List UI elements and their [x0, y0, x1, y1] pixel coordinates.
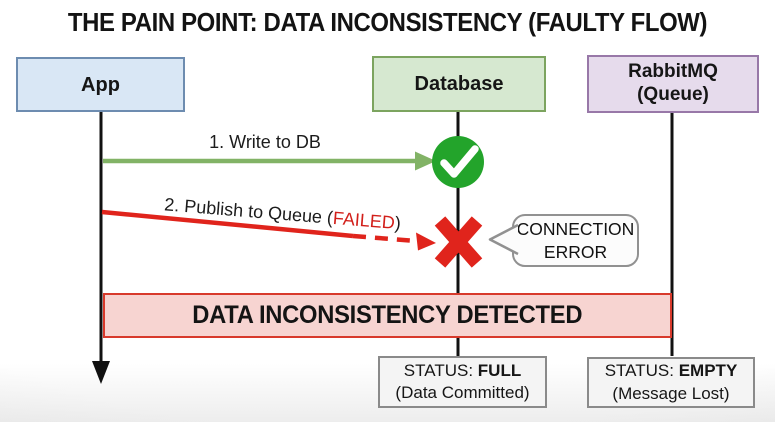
- mq-status-line: STATUS: EMPTY: [605, 360, 738, 382]
- app-lifeline-arrowhead-icon: [92, 361, 110, 384]
- mq-status-prefix: STATUS:: [604, 361, 679, 381]
- actor-box-app: App: [16, 57, 185, 112]
- connection-error-callout: CONNECTION ERROR: [512, 214, 639, 267]
- success-check-icon: [432, 136, 484, 188]
- db-status-value: FULL: [477, 360, 522, 380]
- publish-arrowhead-icon: [416, 232, 436, 251]
- actor-database-label: Database: [414, 73, 504, 95]
- mq-status-detail: (Message Lost): [612, 383, 730, 403]
- actor-box-rabbitmq: RabbitMQ (Queue): [587, 55, 759, 113]
- callout-line2: ERROR: [543, 241, 608, 262]
- write-to-db-arrow: [103, 151, 436, 171]
- db-status-detail: (Data Committed): [395, 383, 530, 402]
- actor-rabbitmq-label-line2: (Queue): [637, 84, 709, 105]
- inconsistency-banner-label: DATA INCONSISTENCY DETECTED: [192, 301, 583, 329]
- actor-box-database: Database: [372, 56, 546, 112]
- db-status-line: STATUS: FULL: [404, 360, 521, 382]
- mq-status-box: STATUS: EMPTY (Message Lost): [587, 357, 755, 408]
- callout-line1: CONNECTION: [516, 218, 635, 239]
- actor-rabbitmq-label-line1: RabbitMQ: [628, 61, 718, 83]
- publish-to-queue-arrow: [101, 209, 436, 251]
- failure-x-icon: [434, 216, 483, 268]
- db-status-box: STATUS: FULL (Data Committed): [378, 356, 547, 408]
- write-to-db-label: 1. Write to DB: [209, 132, 321, 152]
- app-lifeline: [92, 112, 110, 384]
- inconsistency-banner: DATA INCONSISTENCY DETECTED: [103, 293, 672, 338]
- diagram-title: THE PAIN POINT: DATA INCONSISTENCY (FAUL…: [67, 7, 708, 37]
- db-status-prefix: STATUS:: [403, 360, 478, 380]
- actor-app-label: App: [81, 73, 120, 96]
- callout-pointer-icon: [488, 223, 519, 256]
- mq-status-value: EMPTY: [678, 361, 738, 381]
- write-arrowhead-icon: [415, 151, 436, 171]
